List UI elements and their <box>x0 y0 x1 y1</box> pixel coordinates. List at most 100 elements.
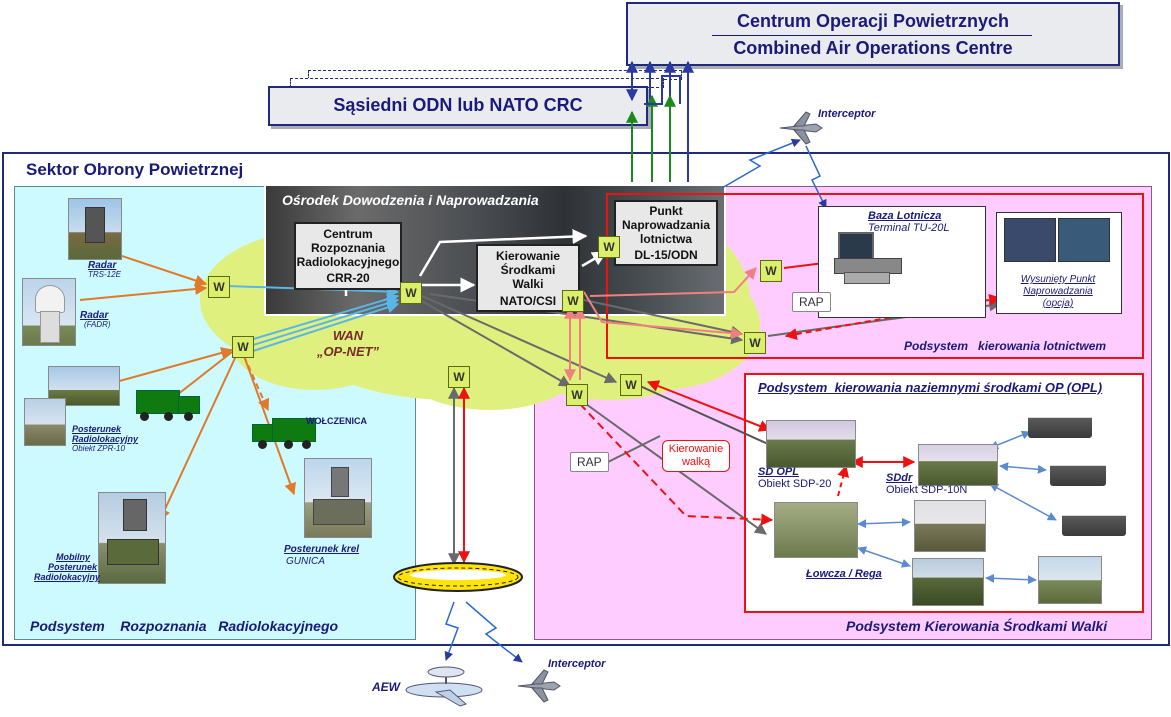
aviation-subsystem-label: Podsystem kierowania lotnictwem <box>904 339 1107 353</box>
aew-label: AEW <box>372 680 400 694</box>
ksw-line3: Walki <box>512 276 544 291</box>
combat-subsystem-label: Podsystem Kierowania Środkami Walki <box>846 618 1108 634</box>
aew-aircraft-icon <box>400 660 490 710</box>
mobilny-line1: Mobilny <box>56 552 90 562</box>
terminal-icon <box>834 232 906 284</box>
kierowanie-walka-callout: Kierowanie walką <box>662 440 730 472</box>
pnl-line3: lotnictwa <box>639 232 692 246</box>
posterunek-model: Obiekt ZPR-10 <box>72 444 125 453</box>
mobilny-line3: Radiolokacyjny <box>34 572 101 582</box>
rap-callout-combat: RAP <box>570 452 609 472</box>
sector-title: Sektor Obrony Powietrznej <box>26 160 244 179</box>
w-node-wan[interactable]: W <box>448 366 470 388</box>
kierowanie-walka-line2: walką <box>681 456 711 468</box>
recon-subsystem-label: Podsystem Rozpoznania Radiolokacyjnego <box>30 618 339 634</box>
krel-photo <box>304 458 372 538</box>
opl-subsystem-label: Podsystem kierowania naziemnymi środkami… <box>758 380 1103 395</box>
posterunek-photo <box>24 398 66 446</box>
kierowanie-walka-line1: Kierowanie <box>668 443 724 455</box>
mobilny-truck-icon <box>107 539 159 565</box>
sdr-truck-photo <box>918 444 998 486</box>
w-node-ground[interactable]: W <box>232 336 254 358</box>
neighbor-label: Sąsiedni ODN lub NATO CRC <box>333 95 583 115</box>
launcher-2-icon <box>1050 452 1106 486</box>
launcher-1-icon <box>1028 404 1092 438</box>
jeep-photo <box>912 558 984 606</box>
ksw-line1: Kierowanie <box>495 248 561 263</box>
pnl-line4: DL-15/ODN <box>634 248 698 262</box>
w-node-combat-1[interactable]: W <box>566 384 588 406</box>
krel-antenna-icon <box>331 467 349 497</box>
sdr-model: Obiekt SDP-10N <box>886 484 968 496</box>
crr-line4: CRR-20 <box>326 271 370 285</box>
launcher-3-icon <box>1062 502 1126 536</box>
interceptor-bottom-label: Interceptor <box>548 658 606 670</box>
w-node-radar[interactable]: W <box>208 276 230 298</box>
sd-opl-truck-photo <box>766 420 856 468</box>
radome-icon <box>35 285 65 313</box>
wysuniety-line3: (opcja) <box>1042 298 1074 309</box>
command-center-title: Ośrodek Dowodzenia i Naprowadzania <box>282 192 539 208</box>
radome-tower-icon <box>40 311 60 343</box>
pnl-line1: Punkt <box>649 204 683 218</box>
w-node-crr[interactable]: W <box>400 282 422 304</box>
w-node-combat-2[interactable]: W <box>620 374 642 396</box>
baza-name: Baza Lotnicza <box>868 210 942 222</box>
wysuniety-line1: Wysunięty Punkt <box>1020 274 1096 285</box>
crr-line2: Rozpoznania <box>311 241 385 255</box>
wan-label: WAN „OP-NET” <box>308 328 388 360</box>
truck-recon-icon <box>136 390 202 422</box>
lowcza-photo <box>774 502 858 558</box>
mobilny-antenna-icon <box>123 499 147 531</box>
interceptor-top-label: Interceptor <box>818 108 876 120</box>
wolczenica-label: WOŁCZENICA <box>306 416 367 426</box>
mobilny-line2: Posterunek <box>48 562 98 572</box>
ksw-line2: Środkami <box>500 262 556 277</box>
rap-callout-aviation: RAP <box>792 292 831 312</box>
w-node-base[interactable]: W <box>760 260 782 282</box>
radar-trs-name: Radar <box>88 260 117 271</box>
wysuniety-screens-icon <box>1004 218 1110 262</box>
pnl-line2: Naprowadzania <box>621 218 711 232</box>
lowcza-label: Łowcza / Rega <box>806 568 882 580</box>
radar-trs-model: TRS-12E <box>88 270 121 279</box>
posterunek-line2: Radiolokacyjny <box>72 434 139 444</box>
w-node-aviation[interactable]: W <box>744 332 766 354</box>
posterunek-line1: Posterunek <box>72 424 122 434</box>
sd-opl-model: Obiekt SDP-20 <box>758 478 832 490</box>
baza-terminal: Terminal TU-20L <box>868 222 950 234</box>
w-node-pnl[interactable]: W <box>598 236 620 258</box>
radar-fadr-name: Radar <box>80 310 109 321</box>
tracked-vehicle-photo <box>914 500 986 552</box>
caoc-title-pl: Centrum Operacji Powietrznych <box>736 11 1010 31</box>
crr-line1: Centrum <box>323 227 373 241</box>
interceptor-bottom-icon <box>514 668 562 704</box>
wan-line1: WAN <box>332 328 364 343</box>
krel-truck-icon <box>313 499 365 525</box>
aviation-subsystem-frame <box>606 193 1144 359</box>
w-node-ksw[interactable]: W <box>562 290 584 312</box>
wysuniety-line2: Naprowadzania <box>1023 286 1093 297</box>
mobilny-photo <box>98 492 166 584</box>
caoc-box: Centrum Operacji Powietrznych Combined A… <box>626 2 1120 66</box>
radar-trs-photo <box>68 198 122 260</box>
neighbor-box: Sąsiedni ODN lub NATO CRC <box>268 86 648 126</box>
crr-box: Centrum Rozpoznania Radiolokacyjnego CRR… <box>294 222 402 290</box>
caoc-title-en: Combined Air Operations Centre <box>733 38 1013 58</box>
wan-line2: „OP-NET” <box>316 344 380 359</box>
pnl-box: Punkt Naprowadzania lotnictwa DL-15/ODN <box>614 200 718 266</box>
krel-model: GUNICA <box>286 556 325 567</box>
ksw-box: Kierowanie Środkami Walki NATO/CSI <box>476 244 580 312</box>
truck-wolczenica-icon <box>252 418 318 450</box>
krel-name: Posterunek krel <box>284 544 360 555</box>
crr-line3: Radiolokacyjnego <box>296 255 400 269</box>
ksw-line4: NATO/CSI <box>499 293 557 308</box>
sdr-name: SDdr <box>886 472 913 484</box>
interceptor-top-icon <box>776 110 824 146</box>
radar-fadr-photo <box>22 278 76 346</box>
radar-fadr-model: (FADR) <box>84 320 111 329</box>
radar-antenna-icon <box>85 207 105 243</box>
caoc-divider <box>712 35 1032 36</box>
sd-opl-name: SD OPL <box>758 466 799 478</box>
